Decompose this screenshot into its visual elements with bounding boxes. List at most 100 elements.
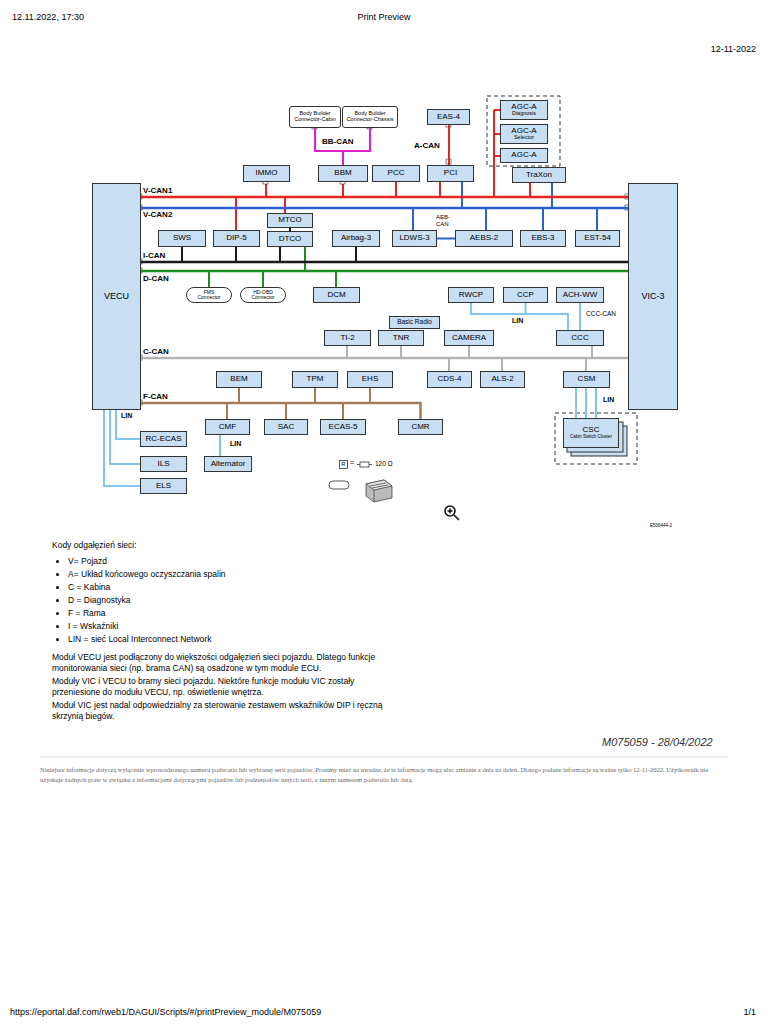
control-unit-box: CCC — [556, 330, 604, 346]
connector-box: Body Builder Connector-Cabin — [289, 106, 341, 128]
page-url: https://eportal.daf.com/rweb1/DAGUI/Scri… — [10, 1007, 321, 1017]
bus-line — [141, 270, 628, 273]
bus-line — [141, 403, 421, 419]
agc-group-outline — [487, 96, 560, 166]
unit-name: Basic Radio — [397, 319, 432, 326]
bus-label: A-CAN — [414, 141, 440, 150]
unit-name: DCM — [327, 291, 345, 299]
network-link — [579, 303, 581, 330]
zoom-icon — [445, 506, 459, 520]
bus-drop-line — [355, 247, 357, 262]
unit-name: Alternator — [211, 460, 246, 468]
gateway-unit: VECU — [92, 183, 141, 410]
network-link — [585, 388, 587, 418]
bus-drop-line — [468, 346, 470, 358]
csc-group-outline — [555, 413, 637, 464]
unit-name: ECAS-5 — [329, 423, 358, 431]
control-unit-box: ECAS-5 — [320, 419, 366, 435]
unit-name: FMS Connector — [194, 290, 224, 301]
unit-name: AGC-A — [511, 151, 536, 159]
connector-box: Body Builder Connector-Chassis — [342, 106, 398, 128]
unit-name: EST-54 — [584, 234, 611, 242]
control-unit-box: BEM — [216, 371, 262, 388]
legend-code-item: LIN = sieć Local Interconnect Network — [68, 633, 226, 646]
unit-name: ELS — [156, 482, 171, 490]
control-unit-box: CMR — [398, 419, 443, 435]
network-link — [110, 410, 140, 464]
bus-drop-line — [461, 182, 463, 208]
bus-drop-line — [335, 271, 337, 287]
bus-line — [141, 196, 628, 199]
unit-name: MTCO — [278, 216, 302, 224]
termination-key-box — [340, 461, 348, 469]
section-heading: Kody odgałęzień sieci: — [52, 541, 137, 551]
legend-equals: = — [350, 459, 354, 467]
bus-drop-line — [285, 403, 287, 419]
description-paragraph: Moduły VIC i VECU to bramy sieci pojazdu… — [52, 676, 397, 697]
bus-drop-line — [395, 182, 397, 197]
connector-box: FMS Connector — [186, 287, 232, 303]
unit-name: AGC-A — [511, 103, 536, 111]
unit-name: VECU — [104, 292, 129, 301]
disclaimer: Niniejsze informacje dotyczą wyłącznie w… — [40, 765, 730, 785]
bus-drop-line — [304, 247, 306, 271]
unit-name: SWS — [173, 234, 191, 242]
bus-drop-line — [591, 346, 593, 358]
bus-drop-line — [262, 271, 264, 287]
bus-label: BB-CAN — [322, 137, 354, 146]
unit-name: Body Builder Connector-Cabin — [292, 111, 338, 123]
unit-name: CDS-4 — [437, 375, 461, 383]
bus-drop-line — [342, 403, 344, 419]
control-unit-box: AGC-ADiagnosis — [500, 100, 548, 120]
lin-label: LIN — [512, 317, 523, 325]
legend-code-item: D = Diagnostyka — [68, 594, 226, 607]
control-unit-box: TNR — [378, 330, 424, 346]
page-header-text: Print Preview — [357, 12, 410, 22]
unit-name: CMF — [219, 423, 236, 431]
control-unit-box: RWCP — [448, 287, 494, 303]
bus-label: AEB-CAN — [436, 214, 456, 227]
unit-subtitle: Cabin Switch Cluster — [570, 435, 612, 440]
bus-drop-line — [493, 110, 495, 197]
unit-name: LDWS-3 — [399, 234, 429, 242]
network-link — [448, 125, 450, 165]
control-unit-box: DCM — [313, 287, 360, 303]
unit-name: RC-ECAS — [145, 435, 181, 443]
unit-name: EAS-4 — [437, 113, 460, 121]
bus-label: C-CAN — [143, 347, 169, 356]
control-unit-box: Airbag-3 — [332, 230, 380, 247]
unit-name: ILS — [157, 460, 169, 468]
bus-label: V-CAN2 — [143, 210, 172, 219]
legend-code-item: I = Wskaźniki — [68, 620, 226, 633]
network-link — [315, 128, 343, 165]
control-unit-box: CSCCabin Switch Cluster — [563, 418, 619, 448]
control-unit-box: ILS — [140, 456, 187, 472]
control-unit-box: TPM — [292, 371, 338, 388]
control-unit-box: DTCO — [267, 231, 313, 247]
control-unit-box: CAMERA — [444, 330, 494, 346]
legend-code-item: F = Rama — [68, 607, 226, 620]
control-unit-box: ELS — [140, 478, 187, 494]
control-unit-box: IMMO — [243, 165, 290, 182]
unit-name: TraXon — [526, 171, 552, 179]
unit-name: VIC-3 — [641, 292, 664, 301]
unit-name: RWCP — [459, 291, 483, 299]
legend-code-item: A= Układ końcowego oczyszczania spalin — [68, 568, 226, 581]
legend-code-item: V= Pojazd — [68, 555, 226, 568]
bus-drop-line — [542, 208, 544, 230]
control-unit-box: TraXon — [512, 167, 566, 183]
termination-key-letter: R — [341, 461, 345, 467]
bus-drop-line — [400, 346, 402, 358]
lin-label: LIN — [121, 412, 132, 420]
page-header-text: 12-11-2022 — [711, 44, 756, 54]
unit-name: CAMERA — [452, 334, 486, 342]
bus-line — [141, 261, 628, 264]
bus-drop-line — [596, 208, 598, 230]
bus-drop-line — [369, 388, 371, 403]
lin-label: LIN — [603, 396, 614, 404]
bus-drop-line — [595, 388, 597, 418]
control-unit-box: PCI — [427, 165, 474, 182]
unit-name: ALS-2 — [491, 375, 513, 383]
bus-drop-line — [412, 208, 414, 230]
